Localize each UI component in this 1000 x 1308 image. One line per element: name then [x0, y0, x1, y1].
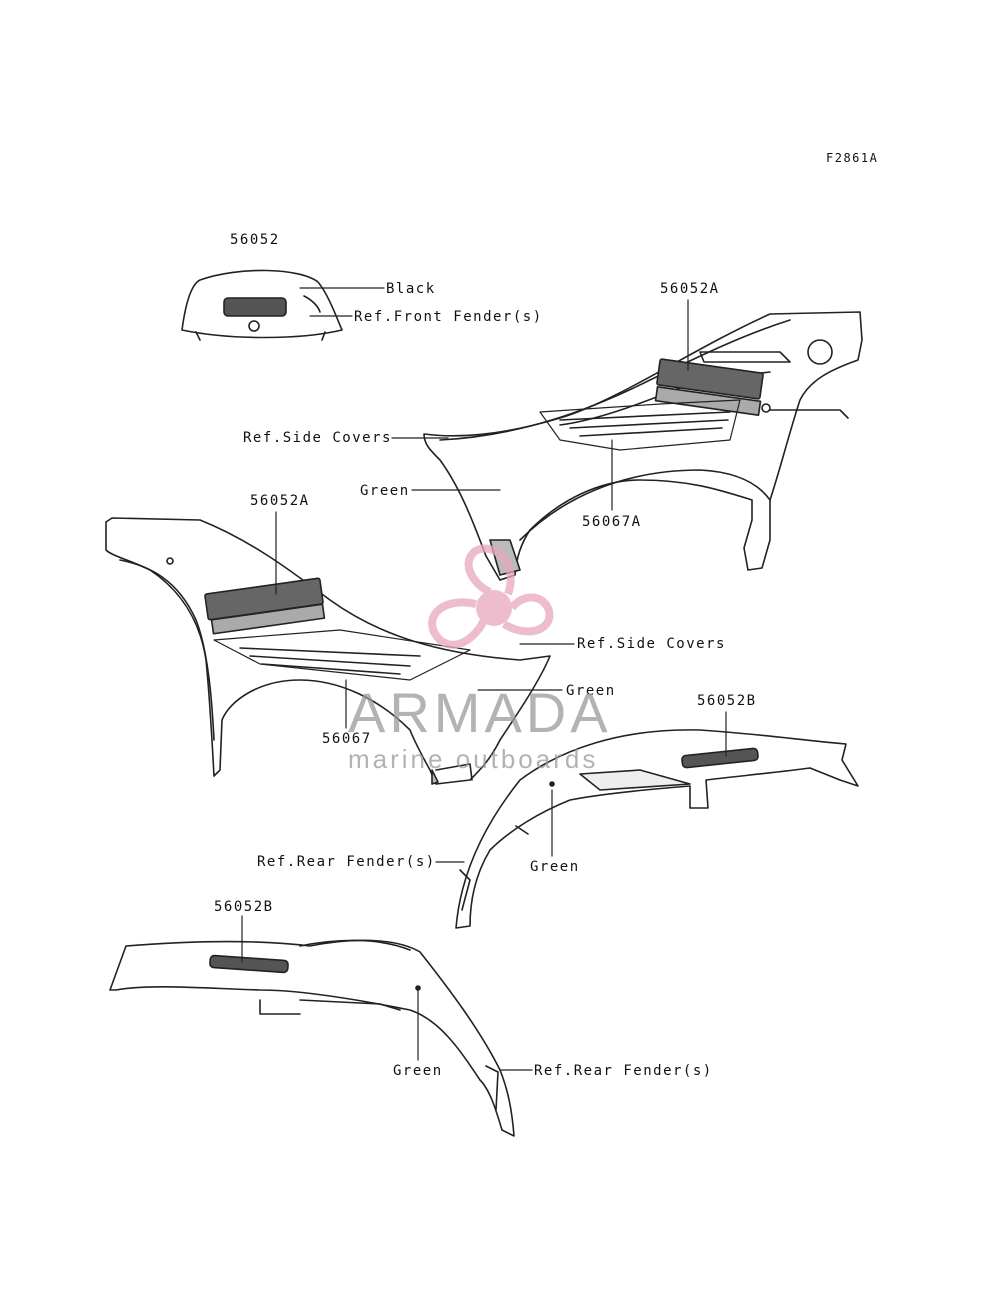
watermark-sub-text: marine outboards	[348, 744, 599, 774]
left-side-cover-part	[105, 517, 551, 785]
part-number-56052A-left: 56052A	[250, 493, 310, 509]
color-label-green-right: Green	[530, 859, 580, 875]
ref-side-covers-label-mid: Ref.Side Covers	[577, 636, 726, 652]
part-number-56052B-right: 56052B	[697, 693, 757, 709]
kawasaki-decal	[656, 358, 764, 400]
right-rear-fender-part	[455, 729, 859, 929]
v-twin-decal	[681, 747, 759, 769]
left-rear-fender-part	[109, 939, 515, 1137]
part-number-56052A-top: 56052A	[660, 281, 720, 297]
part-number-56067A: 56067A	[582, 514, 642, 530]
leader-lines	[241, 287, 727, 1071]
ref-side-covers-label-top: Ref.Side Covers	[243, 430, 392, 446]
color-label-black: Black	[386, 281, 436, 297]
color-label-green-mid: Green	[566, 683, 616, 699]
four-by-four-decal	[223, 297, 287, 317]
v-twin-decal	[209, 954, 289, 974]
part-number-56052: 56052	[230, 232, 280, 248]
color-label-green-bottom: Green	[393, 1063, 443, 1079]
front-fender-part	[181, 269, 343, 341]
brute-force-decal	[210, 603, 326, 635]
watermark-brand-text: ARMADA	[348, 681, 612, 744]
ref-rear-fender-label-right: Ref.Rear Fender(s)	[257, 854, 436, 870]
part-number-56052B-left: 56052B	[214, 899, 274, 915]
color-label-green-top: Green	[360, 483, 410, 499]
ref-front-fender-label: Ref.Front Fender(s)	[354, 309, 543, 325]
kawasaki-emblem-icon	[248, 320, 260, 332]
figure-id-label: F2861A	[826, 151, 879, 165]
ref-rear-fender-label-bottom: Ref.Rear Fender(s)	[534, 1063, 713, 1079]
part-number-56067: 56067	[322, 731, 372, 747]
armada-propeller-logo	[428, 544, 554, 649]
right-side-cover-part	[423, 311, 863, 581]
